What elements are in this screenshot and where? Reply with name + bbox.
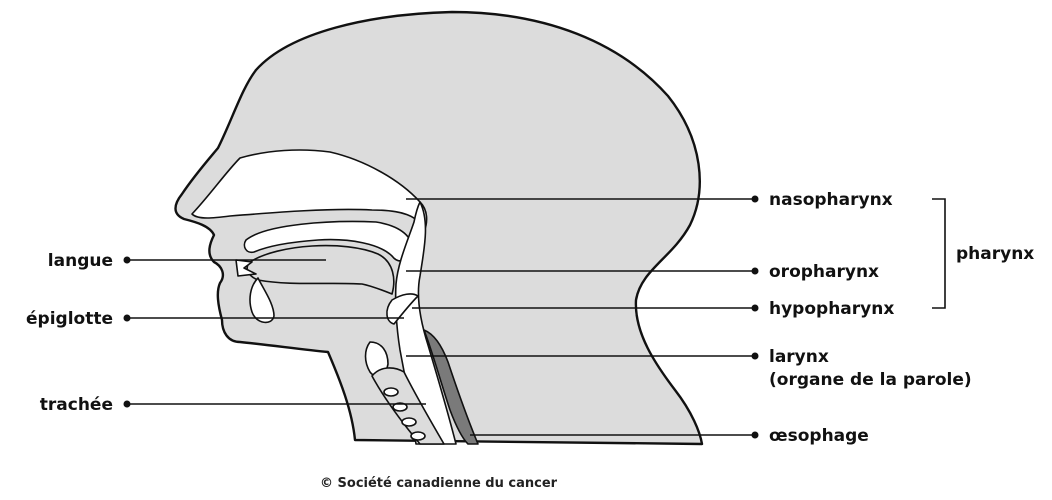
label-larynx-note: (organe de la parole) <box>769 370 972 390</box>
label-hypopharynx: hypopharynx <box>769 299 894 319</box>
label-pharynx: pharynx <box>956 244 1034 264</box>
dot-epiglotte <box>124 315 131 322</box>
dot-oropharynx <box>752 268 759 275</box>
dot-nasopharynx <box>752 196 759 203</box>
label-langue: langue <box>48 251 113 271</box>
copyright-text: © Société canadienne du cancer <box>320 476 558 491</box>
label-larynx: larynx <box>769 347 829 367</box>
label-oesophage: œsophage <box>769 426 869 446</box>
dot-oesophage <box>752 432 759 439</box>
dot-hypopharynx <box>752 305 759 312</box>
dot-larynx <box>752 353 759 360</box>
dot-langue <box>124 257 131 264</box>
label-nasopharynx: nasopharynx <box>769 190 893 210</box>
tracheal-ring <box>411 432 425 440</box>
tracheal-ring <box>402 418 416 426</box>
label-oropharynx: oropharynx <box>769 262 879 282</box>
label-trachee: trachée <box>40 395 113 415</box>
label-epiglotte: épiglotte <box>26 309 113 329</box>
dot-trachee <box>124 401 131 408</box>
pharynx-bracket <box>932 199 945 308</box>
tracheal-ring <box>384 388 398 396</box>
